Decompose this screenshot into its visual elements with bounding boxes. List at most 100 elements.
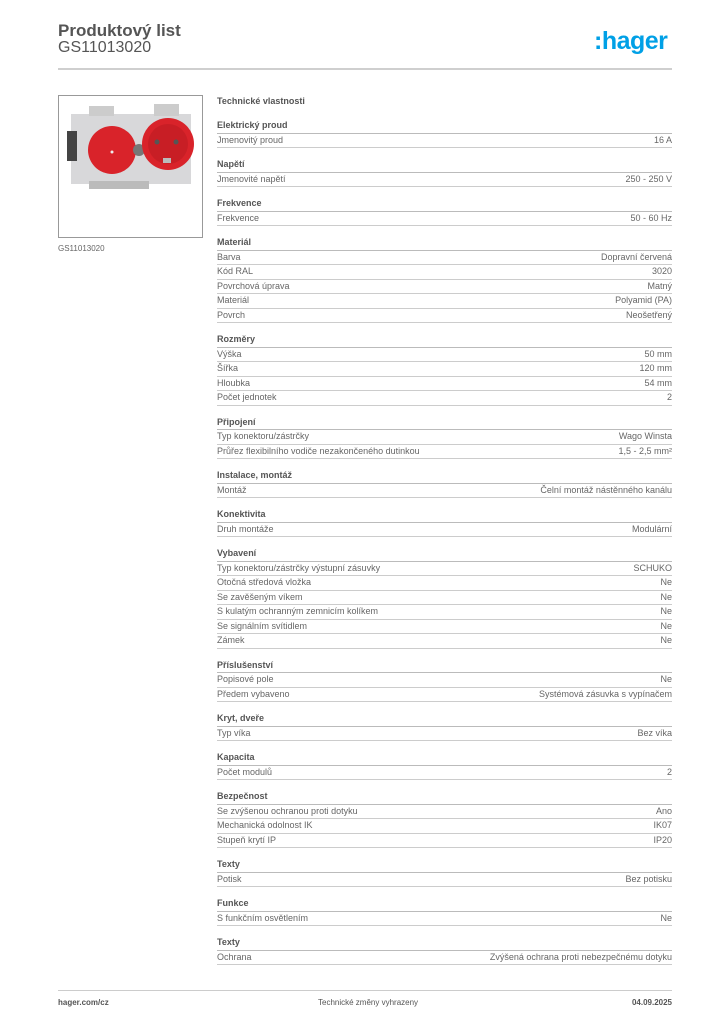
spec-label: S funkčním osvětlením: [217, 912, 309, 923]
spec-value: 54 mm: [644, 377, 672, 388]
spec-row: Barva Dopravní červená: [217, 251, 672, 265]
spec-row: Frekvence 50 - 60 Hz: [217, 212, 672, 226]
spec-value: Systémová zásuvka s vypínačem: [538, 688, 672, 699]
spec-label: Kód RAL: [217, 266, 254, 276]
spec-row: Mechanická odolnost IK IK07: [217, 819, 672, 834]
spec-label: Barva: [217, 251, 241, 262]
spec-label: Typ víka: [217, 727, 251, 738]
spec-row: Otočná středová vložka Ne: [217, 576, 672, 591]
spec-value: Matný: [647, 280, 672, 291]
spec-label: Počet jednotek: [217, 392, 277, 402]
spec-group-heading: Instalace, montáž: [217, 469, 672, 484]
spec-label: Zámek: [217, 635, 245, 645]
footer-website-link[interactable]: hager.com/cz: [58, 998, 109, 1007]
spec-group-heading: Texty: [217, 858, 672, 873]
spec-value: 50 mm: [644, 348, 672, 359]
spec-group-heading: Bezpečnost: [217, 790, 672, 805]
footer-divider: [58, 990, 672, 991]
page-title: Produktový list: [58, 21, 181, 40]
spec-value: 16 A: [653, 134, 672, 145]
spec-row: Zámek Ne: [217, 634, 672, 649]
footer-notice: Technické změny vyhrazeny: [318, 998, 419, 1007]
spec-value: Ne: [660, 635, 672, 645]
spec-value: IK07: [653, 820, 672, 830]
spec-value: Zvýšená ochrana proti nebezpečnému dotyk…: [489, 951, 672, 962]
spec-value: 50 - 60 Hz: [630, 212, 672, 223]
spec-row: Kód RAL 3020: [217, 265, 672, 280]
spec-label: Jmenovitý proud: [217, 134, 284, 145]
spec-row: Jmenovitý proud 16 A: [217, 134, 672, 148]
spec-value: Bez potisku: [625, 873, 672, 884]
spec-value: 3020: [651, 266, 672, 276]
spec-value: Polyamid (PA): [615, 295, 672, 305]
spec-value: Ano: [655, 805, 672, 816]
spec-label: Průřez flexibilního vodiče nezakončeného…: [217, 445, 420, 456]
header-divider: [58, 68, 672, 70]
product-image: [58, 95, 203, 238]
spec-value: Čelní montáž nástěnného kanálu: [540, 484, 672, 495]
spec-row: Předem vybaveno Systémová zásuvka s vypín…: [217, 688, 672, 702]
spec-value: Ne: [660, 577, 672, 587]
spec-value: Ne: [660, 591, 672, 602]
spec-label: Povrchová úprava: [217, 280, 290, 291]
spec-value: Dopravní červená: [600, 251, 672, 262]
spec-label: Hloubka: [217, 377, 251, 388]
spec-group-heading: Texty: [217, 936, 672, 951]
spec-row: Ochrana Zvýšená ochrana proti nebezpečném…: [217, 951, 672, 965]
spec-row: S kulatým ochranným zemnicím kolíkem Ne: [217, 605, 672, 620]
spec-row: Materiál Polyamid (PA): [217, 294, 672, 309]
spec-label: Frekvence: [217, 212, 260, 223]
spec-label: Typ konektoru/zástrčky: [217, 431, 310, 441]
footer-date: 04.09.2025: [631, 998, 672, 1007]
spec-label: Ochrana: [217, 951, 252, 962]
spec-label: Stupeň krytí IP: [217, 834, 277, 845]
spec-label: Výška: [217, 348, 242, 359]
spec-label: Otočná středová vložka: [217, 577, 312, 587]
spec-row: Povrchová úprava Matný: [217, 280, 672, 294]
spec-label: Popisové pole: [217, 674, 274, 684]
spec-label: Materiál: [217, 295, 250, 305]
section-title: Technické vlastnosti: [217, 96, 305, 106]
spec-value: 250 - 250 V: [625, 173, 672, 184]
spec-value: Ne: [660, 620, 672, 631]
spec-value: Ne: [660, 606, 672, 616]
spec-value: 120 mm: [639, 363, 672, 373]
image-caption: GS11013020: [58, 244, 105, 253]
spec-group-heading: Připojení: [217, 416, 672, 430]
spec-label: Potisk: [217, 873, 242, 884]
spec-label: S kulatým ochranným zemnicím kolíkem: [217, 606, 379, 616]
spec-value: Bez víka: [637, 727, 672, 738]
spec-value: Neošetřený: [625, 309, 672, 320]
spec-label: Předem vybaveno: [217, 688, 290, 699]
spec-value: Ne: [660, 912, 672, 923]
spec-group-heading: Elektrický proud: [217, 119, 672, 134]
spec-label: Mechanická odolnost IK: [217, 820, 313, 830]
spec-group-heading: Vybavení: [217, 547, 672, 562]
spec-group-heading: Konektivita: [217, 508, 672, 523]
product-code: GS11013020: [58, 39, 152, 56]
spec-row: Výška 50 mm: [217, 348, 672, 362]
spec-group-heading: Příslušenství: [217, 659, 672, 673]
hager-logo: :hager: [594, 27, 668, 55]
